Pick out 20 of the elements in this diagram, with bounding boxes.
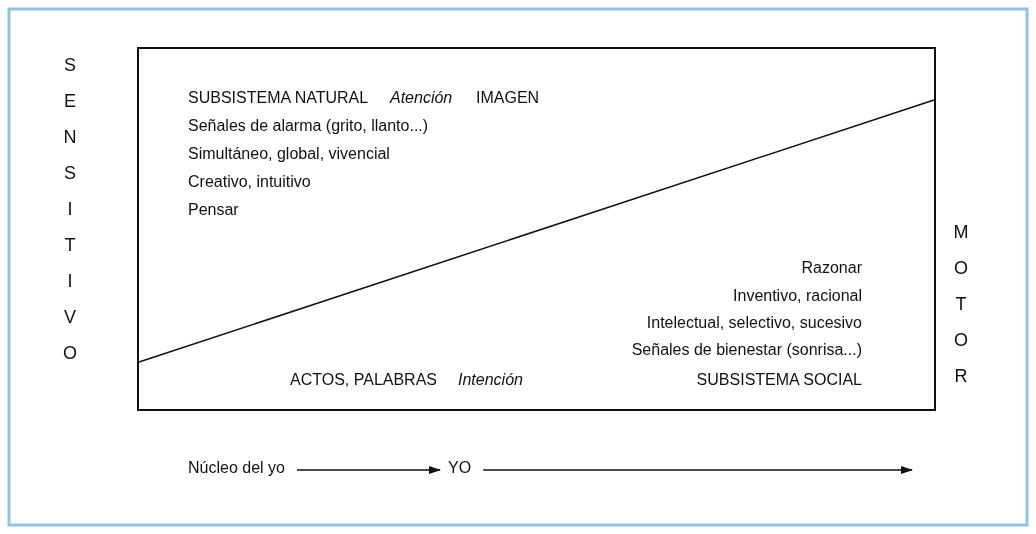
item-text: Inventivo, racional [733, 287, 862, 305]
axis-label: MOTOR [951, 222, 971, 402]
heading: IMAGEN [476, 89, 540, 107]
item-text: Señales de alarma (grito, llanto...) [188, 117, 429, 135]
arrow [482, 466, 913, 474]
item-text: Creativo, intuitivo [188, 173, 311, 191]
node-text: Núcleo del yo [188, 459, 285, 477]
keyword: Intención [458, 371, 523, 389]
arrow [296, 466, 441, 474]
heading: SUBSISTEMA SOCIAL [696, 371, 862, 389]
heading: SUBSISTEMA NATURAL [188, 89, 369, 107]
axis-label: SENSITIVO [60, 55, 80, 379]
item-text: Intelectual, selectivo, sucesivo [646, 314, 862, 332]
item-text: Pensar [188, 201, 239, 219]
keyword: Atención [390, 89, 453, 107]
item-text: Señales de bienestar (sonrisa...) [631, 341, 862, 359]
item-text: Simultáneo, global, vivencial [188, 145, 390, 163]
heading: ACTOS, PALABRAS [290, 371, 437, 389]
item-text: Razonar [801, 259, 862, 277]
node-text: YO [448, 459, 472, 477]
